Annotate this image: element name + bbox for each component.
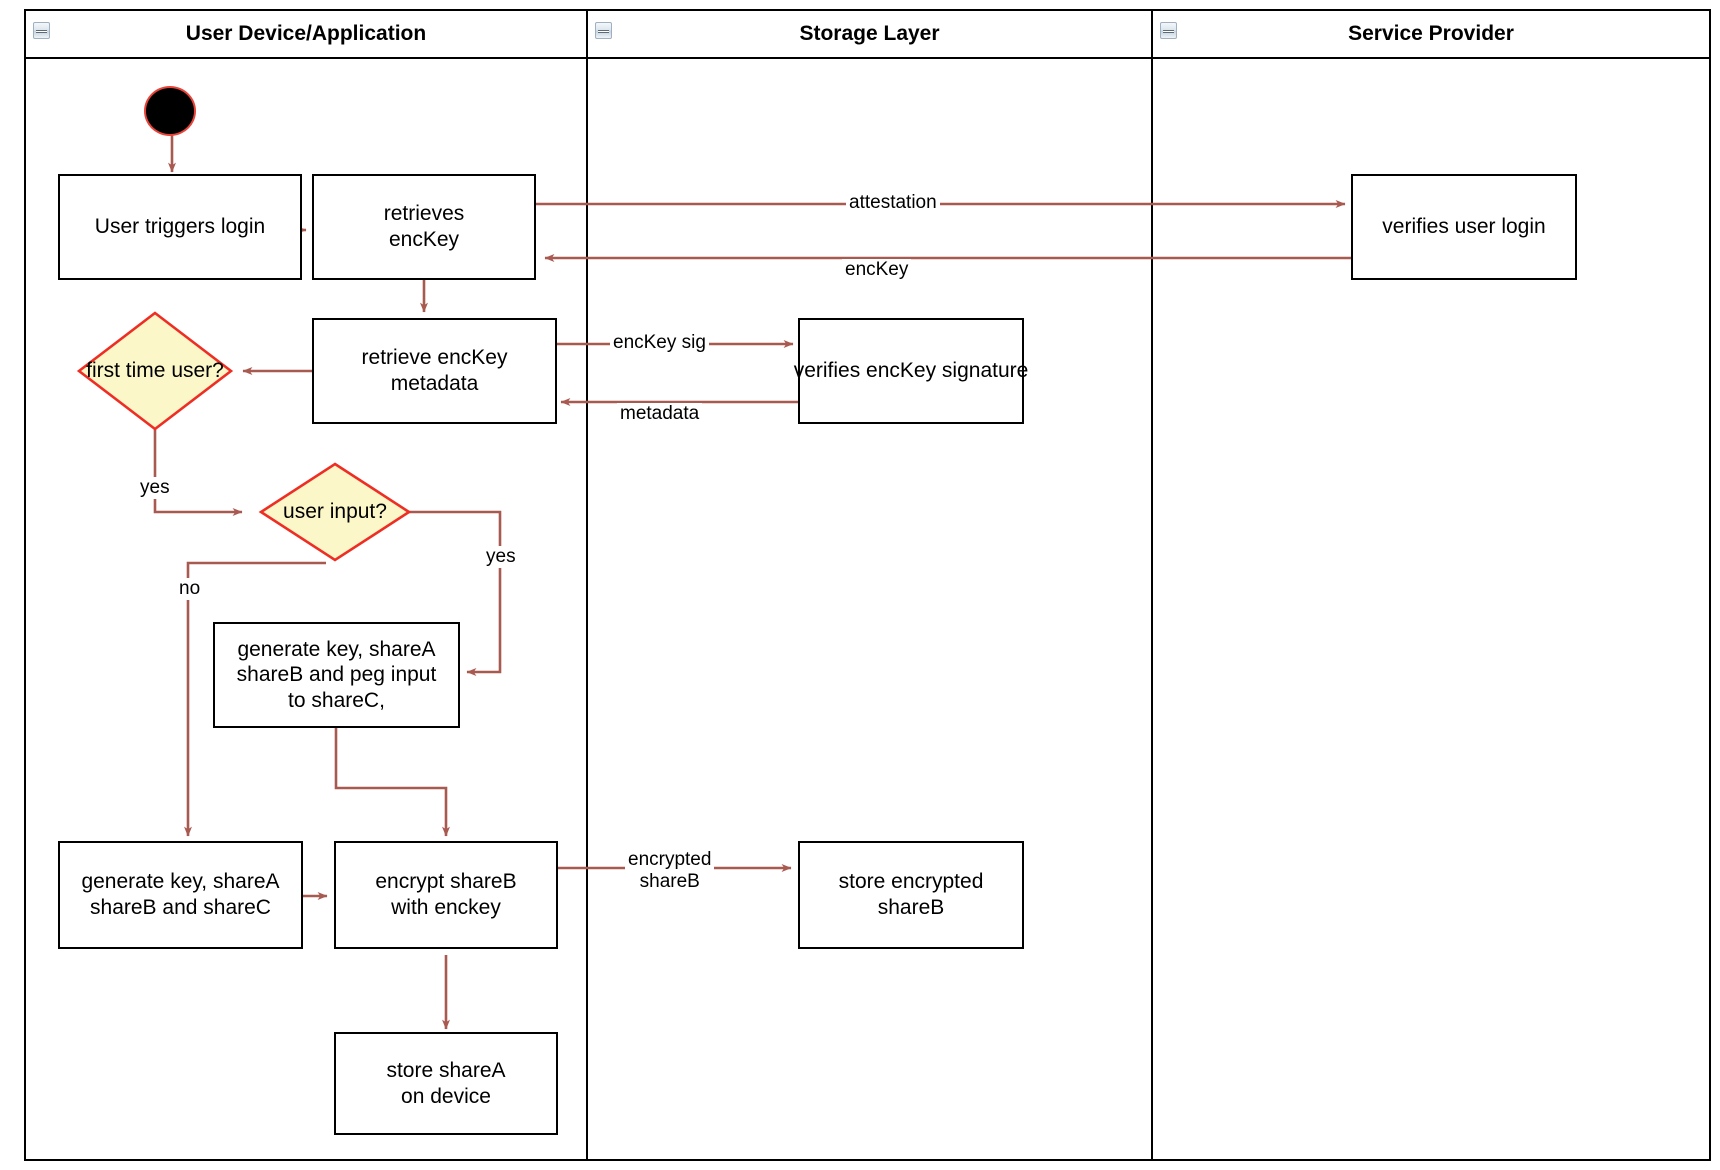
activity-retrieve-enckey-metadata-line-2: metadata xyxy=(390,372,479,395)
activity-verifies-enckey-signature-line-1: verifies encKey signature xyxy=(793,359,1029,383)
activity-verifies-enckey-signature[interactable]: verifies encKey signature xyxy=(794,318,1028,424)
decision-user-input-line-1: user input? xyxy=(283,499,387,523)
start-node[interactable] xyxy=(144,86,196,136)
lane-header-service-provider: Service Provider xyxy=(1348,22,1514,45)
decision-first-time-user-shape xyxy=(76,311,234,431)
edge-firsttime-yes xyxy=(153,414,243,516)
activity-retrieve-enckey-metadata-line-1: retrieve encKey xyxy=(361,346,508,370)
activity-store-sharea-on-device-line-2: on device xyxy=(401,1084,491,1108)
decision-first-time-user-line-2: user? xyxy=(171,358,224,382)
edge-label-attestation: attestation xyxy=(846,192,940,214)
decision-shapes xyxy=(76,311,412,562)
activity-retrieves-enckey-line-2: encKey xyxy=(388,228,460,251)
activity-store-encrypted-shareb-line-1: store encrypted xyxy=(838,870,984,894)
activity-retrieves-enckey[interactable]: retrieves encKey xyxy=(312,174,536,280)
activity-store-encrypted-shareb[interactable]: store encrypted shareB xyxy=(798,841,1024,949)
collapse-minus-icon-lane-1[interactable] xyxy=(33,22,50,39)
activity-retrieve-enckey-metadata[interactable]: retrieve encKey metadata xyxy=(312,318,557,424)
activity-store-sharea-on-device-line-1: store shareA xyxy=(386,1058,506,1082)
activity-user-triggers-login-line-1: User triggers login xyxy=(94,215,266,239)
collapse-minus-icon-lane-2[interactable] xyxy=(595,22,612,39)
edge-label-no-user-input: no xyxy=(176,578,204,600)
edge-label-enckey-sig: encKey sig xyxy=(610,332,709,354)
collapse-minus-icon-lane-3[interactable] xyxy=(1160,22,1177,39)
activity-verifies-user-login-line-1: verifies user login xyxy=(1382,215,1546,239)
edge-label-yes-user-input: yes xyxy=(483,546,519,568)
activity-generate-key-peg-input-line-2: shareB and peg input xyxy=(236,663,437,687)
edge-peg-to-encrypt xyxy=(334,727,450,837)
activity-generate-key-peg-input-line-3: to shareC, xyxy=(288,688,385,712)
edges xyxy=(153,130,1352,1030)
activity-store-sharea-on-device[interactable]: store shareA on device xyxy=(334,1032,558,1135)
edge-label-encrypted-shareb: encrypted shareB xyxy=(625,849,715,893)
edge-label-metadata: metadata xyxy=(617,403,703,425)
activity-generate-key-shares[interactable]: generate key, shareA shareB and shareC xyxy=(58,841,303,949)
decision-first-time-user[interactable]: first time user? xyxy=(79,313,231,429)
activity-generate-key-peg-input-line-1: generate key, shareA xyxy=(237,637,436,661)
edge-label-encrypted-shareb-line-2: shareB xyxy=(639,870,700,892)
activity-store-encrypted-shareb-line-2: shareB xyxy=(877,896,945,919)
activity-encrypt-shareb[interactable]: encrypt shareB with enckey xyxy=(334,841,558,949)
edge-label-yes-first-time: yes xyxy=(137,477,173,499)
lane-header-storage-layer: Storage Layer xyxy=(799,22,940,45)
activity-encrypt-shareb-line-2: with enckey xyxy=(391,896,501,919)
activity-user-triggers-login[interactable]: User triggers login xyxy=(58,174,302,280)
activity-retrieves-enckey-line-1: retrieves xyxy=(383,202,465,226)
edge-label-enckey: encKey xyxy=(842,259,912,281)
activity-generate-key-shares-line-1: generate key, shareA xyxy=(81,870,280,894)
lane-header-user-device: User Device/Application xyxy=(185,22,427,45)
edge-label-encrypted-shareb-line-1: encrypted xyxy=(628,849,712,870)
edge-userinput-yes xyxy=(409,510,502,676)
decision-user-input-shape xyxy=(258,462,412,562)
activity-encrypt-shareb-line-1: encrypt shareB xyxy=(375,870,517,894)
activity-generate-key-shares-line-2: shareB and shareC xyxy=(90,896,271,919)
decision-first-time-user-line-1: first time xyxy=(86,358,166,382)
edge-userinput-no xyxy=(184,561,326,837)
activity-generate-key-peg-input[interactable]: generate key, shareA shareB and peg inpu… xyxy=(213,622,460,728)
swimlane-frame xyxy=(24,9,1711,1161)
activity-verifies-user-login[interactable]: verifies user login xyxy=(1351,174,1577,280)
decision-user-input[interactable]: user input? xyxy=(261,464,409,560)
